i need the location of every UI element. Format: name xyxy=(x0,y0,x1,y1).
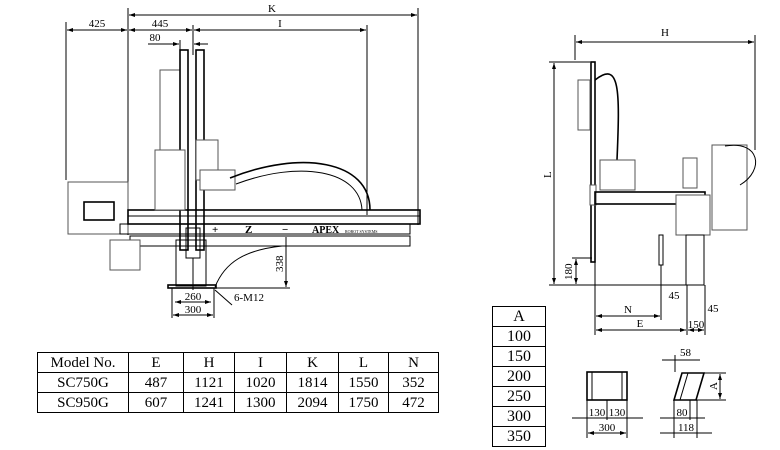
dim-118: 118 xyxy=(678,422,695,434)
header-cell: L xyxy=(338,352,389,373)
header-cell: I xyxy=(234,352,287,373)
dim-I: I xyxy=(278,18,282,30)
dim-58: 58 xyxy=(680,347,692,359)
table-cell: 200 xyxy=(492,366,546,387)
dim-130-right: 130 xyxy=(609,407,626,419)
table-row: 150 xyxy=(492,346,546,367)
label-plus: + xyxy=(212,224,218,236)
table-cell: SC750G xyxy=(37,372,129,393)
dim-260: 260 xyxy=(185,291,202,303)
header-cell: Model No. xyxy=(37,352,129,373)
table-cell: 472 xyxy=(388,392,439,413)
dim-300-bracket: 300 xyxy=(599,422,616,434)
table-row: SC750G 487 1121 1020 1814 1550 352 xyxy=(37,372,439,393)
header-cell: H xyxy=(183,352,235,373)
table-cell: 300 xyxy=(492,406,546,427)
dim-150: 150 xyxy=(688,319,705,331)
dim-180: 180 xyxy=(563,263,575,280)
table-cell: 1550 xyxy=(338,372,389,393)
table-row: 250 xyxy=(492,386,546,407)
label-minus: − xyxy=(282,224,288,236)
table-cell: 150 xyxy=(492,346,546,367)
dim-300: 300 xyxy=(185,304,202,316)
table-cell: 487 xyxy=(128,372,184,393)
dim-45-right: 45 xyxy=(708,303,720,315)
table-cell: SC950G xyxy=(37,392,129,413)
table-header-row: Model No. E H I K L N xyxy=(37,352,439,373)
label-z: Z xyxy=(245,224,252,236)
dim-80: 80 xyxy=(150,32,162,44)
dim-N: N xyxy=(624,304,632,316)
table-cell: 1814 xyxy=(286,372,339,393)
dim-E: E xyxy=(637,318,644,330)
header-cell: N xyxy=(388,352,439,373)
model-dimension-table: Model No. E H I K L N SC750G 487 1121 10… xyxy=(37,352,439,413)
header-cell: K xyxy=(286,352,339,373)
table-cell: 100 xyxy=(492,326,546,347)
table-cell: 1121 xyxy=(183,372,235,393)
header-cell: E xyxy=(128,352,184,373)
bracket-front-view: 130 130 300 xyxy=(572,371,643,438)
table-cell: 1300 xyxy=(234,392,287,413)
brand-logo: APEX xyxy=(312,225,340,236)
dim-445: 445 xyxy=(152,18,169,30)
robot-front-view: + Z − APEX ROBOT SYSTEMS 338 260 300 6-M… xyxy=(67,49,421,318)
dim-130-left: 130 xyxy=(589,407,606,419)
table-row: 200 xyxy=(492,366,546,387)
left-dimensions: K 425 445 I 80 xyxy=(65,3,419,235)
dim-H: H xyxy=(661,27,669,39)
a-dimension-table: A 100 150 200 250 300 350 xyxy=(492,306,546,447)
table-cell: 1750 xyxy=(338,392,389,413)
dim-K: K xyxy=(268,3,276,15)
dim-6-m12: 6-M12 xyxy=(234,292,264,304)
dim-45-left: 45 xyxy=(669,290,681,302)
table-cell: 1020 xyxy=(234,372,287,393)
dim-80-bracket: 80 xyxy=(677,407,689,419)
header-cell: A xyxy=(492,306,546,327)
table-cell: 250 xyxy=(492,386,546,407)
dim-338: 338 xyxy=(274,255,286,272)
bracket-side-view: 58 A 80 118 xyxy=(660,347,726,438)
dim-425: 425 xyxy=(89,18,106,30)
table-row: SC950G 607 1241 1300 2094 1750 472 xyxy=(37,392,439,413)
table-cell: 352 xyxy=(388,372,439,393)
table-row: 350 xyxy=(492,426,546,447)
dim-A: A xyxy=(708,382,720,390)
table-cell: 350 xyxy=(492,426,546,447)
table-row: 100 xyxy=(492,326,546,347)
table-header-row: A xyxy=(492,306,546,327)
table-cell: 1241 xyxy=(183,392,235,413)
dim-L: L xyxy=(542,171,554,178)
robot-side-view: H L 180 N E 150 45 45 xyxy=(542,27,757,335)
table-cell: 607 xyxy=(128,392,184,413)
table-row: 300 xyxy=(492,406,546,427)
table-cell: 2094 xyxy=(286,392,339,413)
brand-subtitle: ROBOT SYSTEMS xyxy=(345,229,378,234)
